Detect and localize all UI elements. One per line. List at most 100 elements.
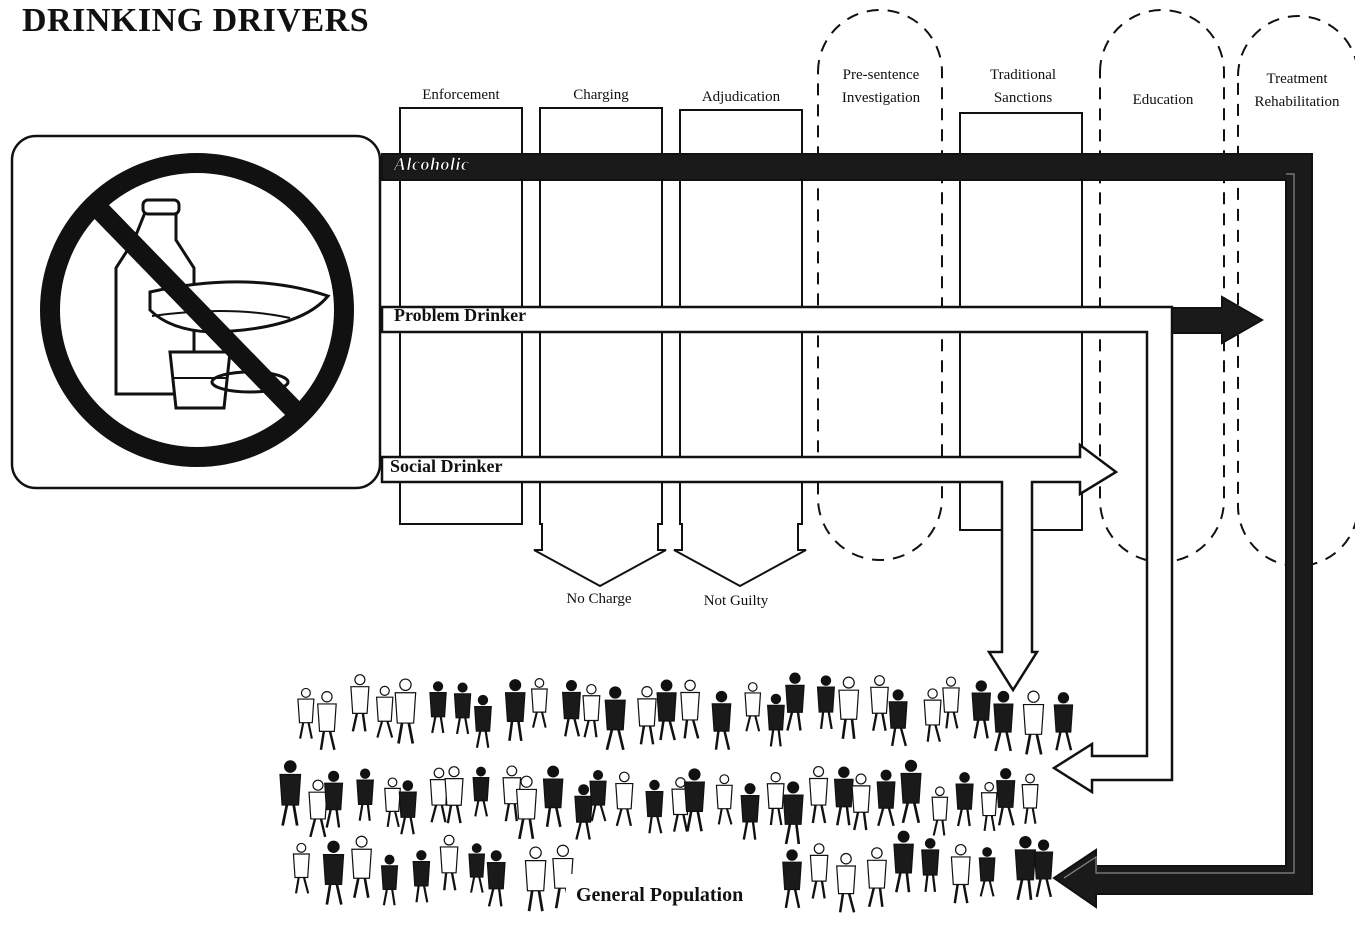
problem-drinker-flow [380,295,1265,795]
pedestrian-figure [322,840,345,905]
pedestrian-figure [351,835,372,898]
stage-label-charging: Charging [573,87,629,103]
pedestrian-figure [412,850,431,903]
pedestrian-figure [1053,692,1074,751]
no-alcohol-icon [10,134,382,490]
pedestrian-figure [996,768,1016,826]
pedestrian-figure [398,780,417,835]
stage-label-sanctions: Traditional Sanctions [989,67,1057,106]
alcoholic-flow [381,153,1313,909]
pedestrian-figure [809,843,829,899]
pedestrian-figure [876,769,896,827]
outcome-no-charge: No Charge [566,591,632,607]
pedestrian-figure [923,688,942,742]
pedestrian-figure [893,830,914,893]
pedestrian-figure [782,781,804,845]
pedestrian-figure [530,678,548,728]
pedestrian-figure [785,672,805,731]
pedestrian-figure [833,766,854,826]
social-drinker-flow [380,442,1119,693]
crowd-icon [279,672,1074,914]
pedestrian-figure [816,675,835,730]
pedestrian-figure [870,675,889,731]
pedestrian-figure [637,686,657,745]
pedestrian-figure [866,847,887,908]
stage-column-education [1099,9,1225,563]
pedestrian-figure [375,685,394,738]
pedestrian-figure [921,838,940,893]
pedestrian-figure [715,774,733,825]
pedestrian-figure [380,854,399,906]
pedestrian-figure [486,850,506,907]
flow-label-problem-drinker: Problem Drinker [394,305,527,325]
pedestrian-figure [931,786,949,836]
pedestrian-figure [574,784,593,840]
pedestrian-figure [502,765,522,822]
pedestrian-figure [1022,690,1045,755]
stage-label-education: Education [1132,92,1194,108]
pedestrian-figure [978,847,996,897]
page-title: DRINKING DRIVERS [22,2,370,39]
pedestrian-figure [980,781,998,832]
pedestrian-figure [740,783,760,840]
pedestrian-figure [472,766,490,817]
pedestrian-figure [615,771,634,827]
pedestrian-figure [888,689,908,747]
pedestrian-figure [384,777,401,828]
pedestrian-figure [656,679,677,741]
pedestrian-figure [350,674,370,732]
pedestrian-figure [453,682,472,735]
pedestrian-figure [900,759,922,824]
pedestrian-figure [680,679,700,739]
pedestrian-figure [589,769,607,822]
pedestrian-figure [444,766,464,824]
stage-label-adjudication: Adjudication [701,89,781,105]
pedestrian-figure [429,681,447,734]
pedestrian-figure [808,765,829,824]
population-label-backdrop [566,874,772,914]
pedestrian-figure [1014,835,1037,901]
pedestrian-figure [542,765,564,828]
pedestrian-figure [993,690,1014,752]
pedestrian-figure [292,842,310,894]
pedestrian-figure [468,843,486,893]
pedestrian-figure [838,676,860,739]
pedestrian-figure [767,693,785,747]
outcome-not-guilty: Not Guilty [703,593,769,609]
pedestrian-figure [683,768,706,832]
flow-label-social-drinker: Social Drinker [390,456,503,476]
pedestrian-figure [955,772,974,827]
stage-label-presentence: Pre-sentence Investigation [841,67,921,106]
pedestrian-figure [515,775,538,840]
pedestrian-figure [524,846,547,912]
pedestrian-figure [645,779,664,834]
pedestrian-figure [851,773,871,831]
pedestrian-figure [604,686,626,751]
pedestrian-figure [297,687,315,739]
pedestrian-figure [1033,839,1054,898]
pedestrian-figure [971,680,992,739]
pedestrian-figure [394,678,417,744]
pedestrian-figure [582,683,601,738]
pedestrian-figure [324,770,344,828]
pedestrian-figure [439,834,459,891]
stage-label-enforcement: Enforcement [422,87,500,103]
pedestrian-figure [279,760,302,826]
pedestrian-figure [429,767,449,823]
stage-column-adjudication [673,109,807,588]
flow-label-alcoholic: Alcoholic [394,154,470,175]
pedestrian-figure [671,777,690,832]
pedestrian-figure [504,679,526,742]
population-label: General Population [576,884,744,906]
pedestrian-figure [950,843,971,904]
pedestrian-figure [711,690,732,750]
pedestrian-figure [474,694,492,748]
pedestrian-figure [942,676,960,729]
pedestrian-figure [356,768,374,821]
stage-label-treatment: Treatment Rehabilitation [1254,71,1340,110]
pedestrian-figure [308,779,328,838]
pedestrian-figure [766,772,785,826]
stage-column-presentence [817,9,943,561]
pedestrian-figure [561,680,581,737]
